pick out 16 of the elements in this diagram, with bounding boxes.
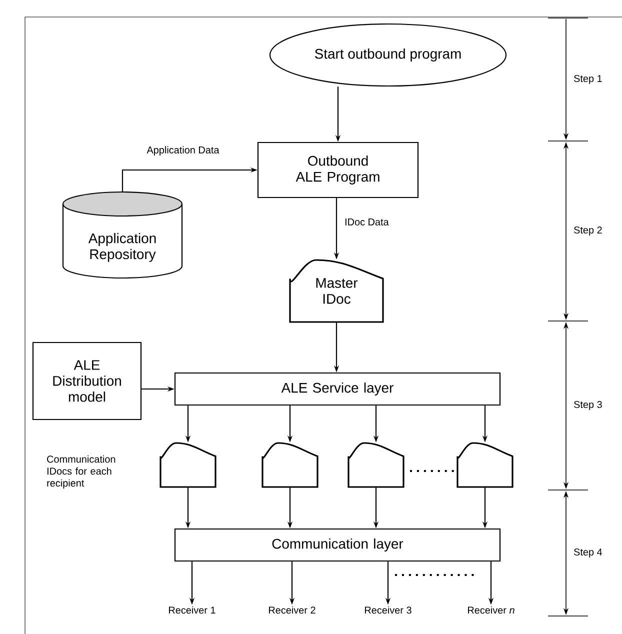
note-label: Communication IDocs for each recipient [47, 455, 116, 489]
receiver-label: Receiver 2 [269, 606, 316, 614]
layer-box: ALE Service layer [174, 372, 501, 406]
step-label: Step 1 [574, 75, 602, 84]
layer-box: Communication layer [174, 528, 501, 562]
receiver-label: Receiver n [468, 606, 514, 614]
edge-label: IDoc Data [345, 218, 389, 226]
process-box: Outbound ALE Program [257, 142, 419, 198]
step-label: Step 4 [574, 548, 602, 558]
repository-cylinder: Application Repository [62, 191, 183, 279]
step-label: Step 3 [574, 401, 602, 410]
edge-label: Application Data [146, 146, 220, 156]
receiver-label: Receiver 3 [365, 606, 412, 614]
receiver-label: Receiver 1 [169, 606, 216, 614]
step-label: Step 2 [574, 226, 602, 236]
process-box: ALE Distribution model [32, 342, 142, 420]
